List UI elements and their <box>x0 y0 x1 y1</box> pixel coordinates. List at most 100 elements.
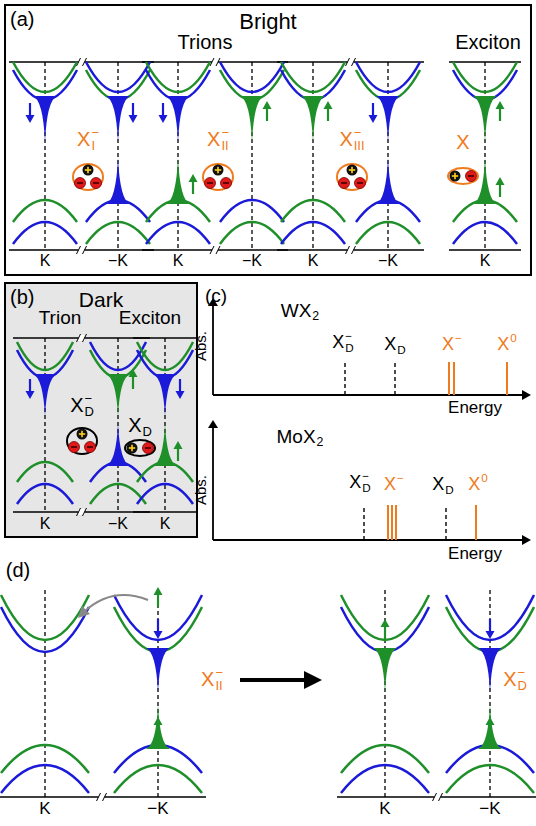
carrier-pocket <box>478 705 502 749</box>
panel-letter: (c) <box>205 286 227 305</box>
hole-sign <box>454 173 456 179</box>
quasiparticle-label: X <box>128 415 141 435</box>
superscript: − <box>91 126 99 139</box>
quasiparticle-label: X <box>503 669 516 689</box>
subscript: 2 <box>312 310 319 322</box>
process-arrow-head <box>304 671 322 689</box>
axis-break <box>83 58 87 66</box>
carrier-pocket <box>106 374 130 416</box>
script-stack: 0 <box>481 472 488 495</box>
electron-sign <box>341 182 347 184</box>
quasiparticle-label: X−III <box>339 126 364 152</box>
valley-label: −K <box>147 800 168 817</box>
axis-break <box>346 58 350 66</box>
panel-ground <box>4 282 198 538</box>
axis-break <box>433 793 437 801</box>
peak-label: X0 <box>497 332 517 355</box>
valley-label: −K <box>108 253 128 269</box>
material-label: WX <box>281 301 312 320</box>
subscript: D <box>517 679 526 692</box>
electron-sign <box>223 182 229 184</box>
energy-band <box>356 62 420 92</box>
valley-label: K <box>39 800 50 817</box>
electron-sign <box>71 446 77 448</box>
energy-band <box>453 70 517 100</box>
carrier-pocket <box>166 96 190 142</box>
valley-label: K <box>40 253 51 269</box>
spin-arrow-head <box>263 101 272 109</box>
axis-label: Energy <box>448 399 502 416</box>
valley-label: −K <box>479 800 500 817</box>
spin-arrow-head <box>176 391 185 399</box>
carrier-pocket <box>106 96 130 142</box>
superscript: − <box>215 666 223 679</box>
axis-break <box>352 58 356 66</box>
spin-arrow-head <box>486 631 495 639</box>
script-stack: −II <box>215 666 223 692</box>
valley-label: K <box>160 516 171 532</box>
script-stack: 2 <box>317 424 324 449</box>
group-heading: Trions <box>178 32 233 52</box>
peak-label: X0 <box>468 472 488 495</box>
valley-label: K <box>40 253 51 269</box>
electron <box>69 442 80 453</box>
peak-label: X− <box>442 332 462 355</box>
spin-arrow-head <box>154 717 163 725</box>
energy-band <box>1 745 89 773</box>
axis-label: Abs. <box>193 331 208 361</box>
energy-band <box>446 745 534 773</box>
energy-band <box>1 607 89 652</box>
exciton-bond <box>448 168 478 184</box>
electron <box>143 443 154 454</box>
spin-arrow <box>177 447 179 461</box>
electron <box>339 178 350 189</box>
axis-break <box>210 58 214 66</box>
peak-label: X <box>384 475 396 493</box>
script-stack: −II <box>221 126 229 152</box>
group-heading: Exciton <box>455 32 521 52</box>
spin-arrow <box>157 619 159 633</box>
chart-axis <box>213 394 524 396</box>
energy-band <box>90 350 146 378</box>
hole <box>83 165 94 176</box>
axis-break <box>77 334 81 342</box>
group-heading: Trions <box>178 32 233 52</box>
spin-arrow-head <box>496 101 505 109</box>
script-stack: −I <box>91 126 99 152</box>
electron-sign <box>207 182 213 184</box>
panel-letter: (a) <box>10 9 34 29</box>
quasiparticle-label: X−I <box>77 126 99 152</box>
spin-arrow <box>499 183 501 197</box>
valley-label: K <box>40 516 51 532</box>
script-stack: D <box>142 412 151 438</box>
spacer <box>142 412 151 425</box>
hole-sign <box>131 445 133 451</box>
panel-heading: Dark <box>79 289 123 310</box>
peak-label: X <box>349 473 361 491</box>
energy-band <box>220 70 284 100</box>
valley-label: K <box>173 253 184 269</box>
valley-label: −K <box>108 253 128 269</box>
subscript: I <box>91 139 99 152</box>
script-stack: 2 <box>312 298 319 323</box>
energy-band <box>453 62 517 92</box>
axis-label: Energy <box>448 399 502 416</box>
panel-heading: Bright <box>239 11 296 33</box>
valley-label: −K <box>378 253 398 269</box>
carrier-pocket <box>478 648 502 692</box>
hole-sign <box>87 167 89 173</box>
energy-band <box>114 765 202 793</box>
exciton-bond <box>125 440 155 456</box>
valley-label: K <box>379 800 390 817</box>
valley-label: K <box>40 516 51 532</box>
spin-arrow <box>489 619 491 633</box>
axis-break <box>77 508 81 516</box>
peak-label: X−D <box>332 330 353 353</box>
carrier-pocket <box>376 158 400 204</box>
absorption-peak <box>448 362 450 395</box>
spin-arrow <box>132 103 134 117</box>
absorption-peak <box>387 505 389 540</box>
spacer <box>312 298 319 310</box>
quasiparticle-label: X−D <box>70 392 94 418</box>
spacer <box>481 484 488 496</box>
